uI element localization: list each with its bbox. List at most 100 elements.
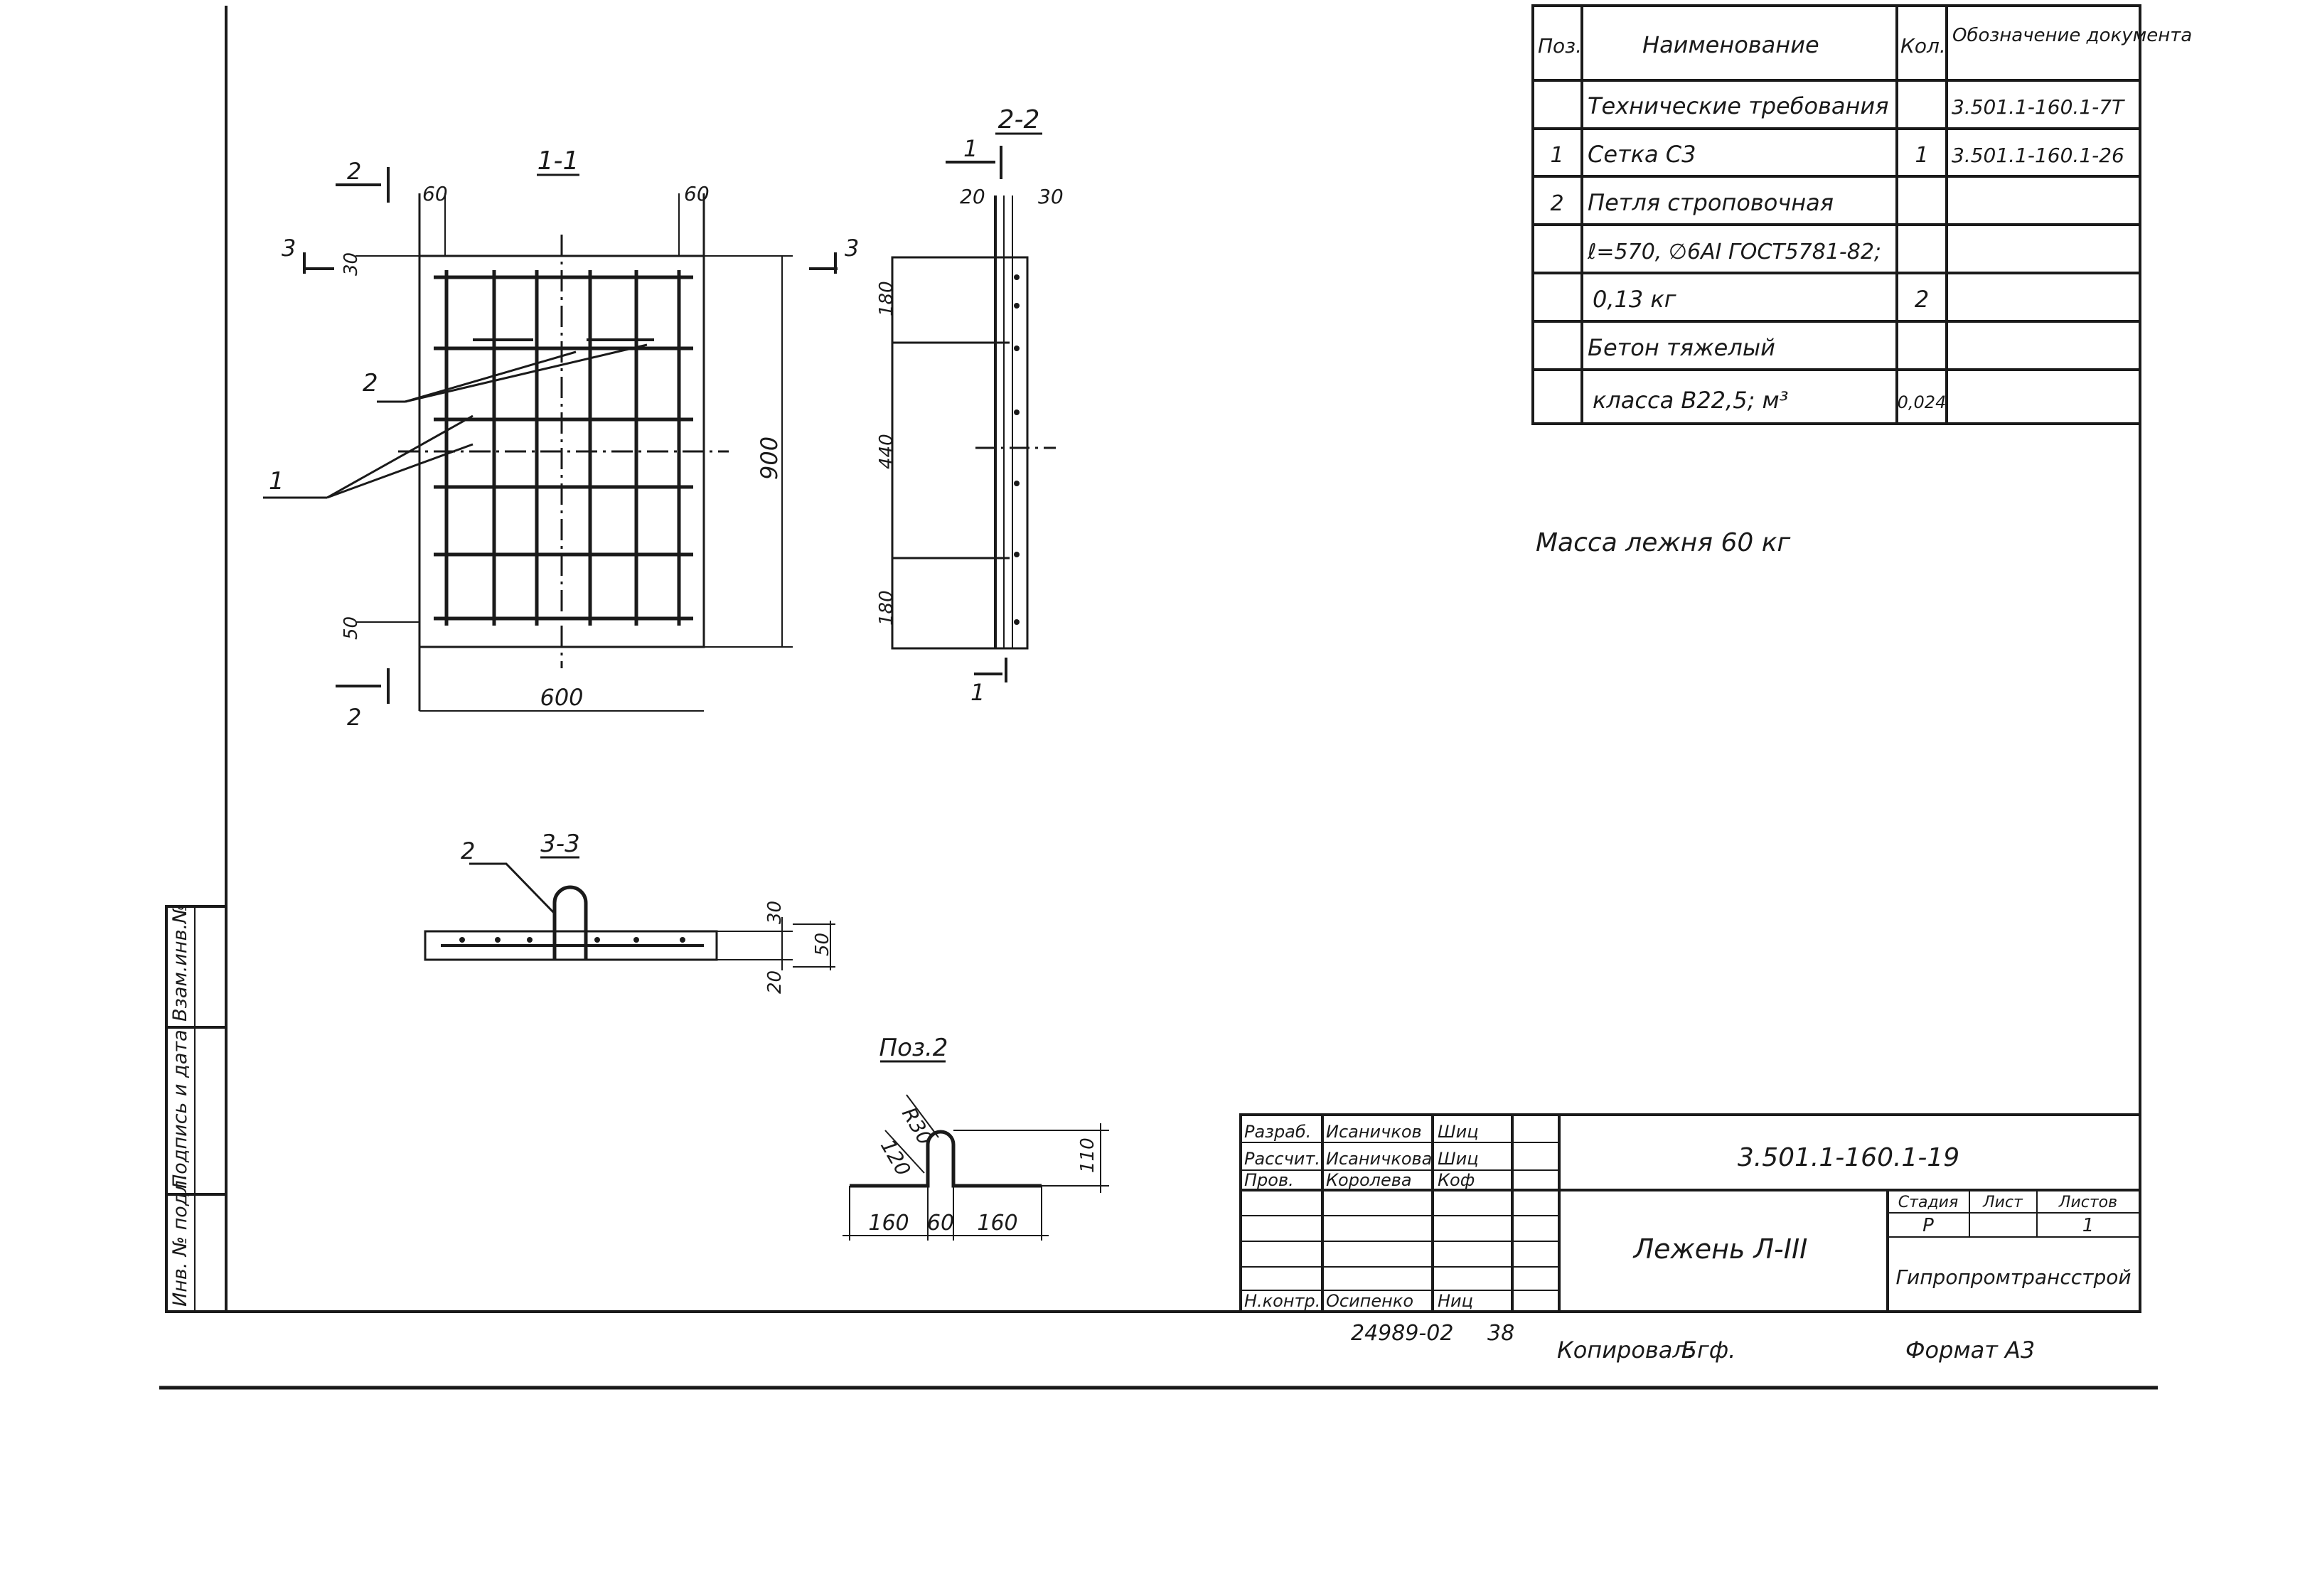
spec-row-name: 0,13 кг xyxy=(1593,286,1676,313)
tb-stage-header: Стадия xyxy=(1898,1194,1958,1211)
tb-role: Рассчит. xyxy=(1244,1149,1320,1169)
dim-left-top: 30 xyxy=(341,252,362,276)
spec-row-name: ℓ=570, ∅6АI ГОСТ5781-82; xyxy=(1587,240,1881,264)
callout-item-1: 1 xyxy=(269,467,284,496)
tb-name: Исаничкова xyxy=(1326,1149,1432,1169)
tb-role: Н.контр. xyxy=(1244,1291,1320,1311)
tb-name: Королева xyxy=(1326,1170,1412,1190)
spec-row-name: класса В22,5; м³ xyxy=(1593,387,1788,414)
leader-lines xyxy=(263,343,648,499)
dim-height: 900 xyxy=(756,437,783,480)
mesh-bars xyxy=(434,270,693,626)
cut-marks-2-2 xyxy=(946,146,1007,682)
side-stamp-replace: Взам.инв.№ xyxy=(169,904,191,1022)
section-3-3-outline xyxy=(424,917,835,970)
tb-sheets: 1 xyxy=(2082,1215,2095,1236)
tb-sheet-header: Лист xyxy=(1982,1194,2023,1211)
pos-2-dim-lines xyxy=(843,1094,1109,1241)
spec-row-qty: 2 xyxy=(1915,286,1929,313)
tb-sign: Шиц xyxy=(1438,1149,1479,1169)
drawing-frame xyxy=(165,6,2141,1313)
copied-label: Копировал: xyxy=(1557,1337,1695,1364)
spec-row-qty: 1 xyxy=(1915,143,1928,168)
cut-mark-1-top: 1 xyxy=(963,135,978,162)
tb-sign: Шиц xyxy=(1438,1122,1479,1142)
slab-outline xyxy=(355,193,793,712)
dim-2-2-top-b: 30 xyxy=(1038,185,1064,208)
tb-role: Разраб. xyxy=(1244,1122,1311,1142)
pos-2-title: Поз.2 xyxy=(879,1034,948,1062)
spec-header-doc: Обозначение документа xyxy=(1952,25,2192,46)
format-label: Формат А3 xyxy=(1905,1337,2035,1364)
spec-row-name: Бетон тяжелый xyxy=(1588,334,1775,361)
dim-2-2-seg-mid: 440 xyxy=(876,434,897,469)
spec-header-pos: Поз. xyxy=(1538,34,1582,58)
spec-rows: Технические требования 3.501.1-160.1-7Т … xyxy=(1550,92,2125,414)
cut-mark-2-top: 2 xyxy=(347,158,361,185)
title-block xyxy=(1239,1113,2141,1313)
spec-row-name: Петля строповочная xyxy=(1588,189,1834,216)
side-stamp-sign-date: Подпись и дата xyxy=(169,1029,191,1189)
spec-row-qty: 0,024 xyxy=(1898,392,1947,412)
section-2-2-bars xyxy=(1014,274,1020,625)
archive-number: 24989-02 xyxy=(1351,1321,1453,1346)
tb-stage: Р xyxy=(1922,1215,1934,1236)
tb-name: Исаничков xyxy=(1326,1122,1422,1142)
cut-mark-3-right: 3 xyxy=(845,235,859,262)
lifting-loop-3-3 xyxy=(552,885,588,960)
tb-org: Гипропромтрансстрой xyxy=(1895,1265,2131,1289)
section-2-2: 2-2 20 30 180 440 180 1 xyxy=(876,105,1064,706)
spec-table xyxy=(1531,4,2141,425)
side-stamp-inv: Инв. № подл. xyxy=(169,1174,191,1307)
dim-2-2-seg-top: 180 xyxy=(876,281,897,316)
tb-title: Лежень Л-III xyxy=(1632,1233,1808,1265)
dim-3-3-lower: 20 xyxy=(764,970,786,994)
section-3-3-title: 3-3 xyxy=(540,830,580,858)
cut-mark-1-bottom: 1 xyxy=(970,679,985,706)
dim-top-left: 60 xyxy=(422,182,448,205)
tb-role: Пров. xyxy=(1244,1170,1294,1190)
section-3-3-bars xyxy=(459,937,685,943)
dim-3-3-upper: 30 xyxy=(764,901,786,924)
tb-sign: Коф xyxy=(1438,1170,1475,1190)
dim-top-right: 60 xyxy=(684,182,710,205)
leader-3-3 xyxy=(469,862,556,915)
section-2-2-outline xyxy=(891,196,1029,650)
archive-sheet: 38 xyxy=(1487,1321,1514,1346)
tb-sheets-header: Листов xyxy=(2058,1194,2117,1211)
tb-sign: Ниц xyxy=(1438,1291,1473,1311)
dim-2-2-top-a: 20 xyxy=(960,185,985,208)
dim-pos-2-right: 160 xyxy=(977,1211,1017,1236)
section-2-2-title: 2-2 xyxy=(998,105,1040,134)
dim-2-2-seg-bot: 180 xyxy=(876,590,897,626)
dim-pos-2-mid: 60 xyxy=(927,1211,954,1236)
dim-pos-2-radius: R30 xyxy=(897,1103,937,1149)
dim-3-3-total: 50 xyxy=(812,933,833,956)
title-block-roles: Разраб. Исаничков Шиц Рассчит. Исаничков… xyxy=(1244,1122,1479,1311)
pos-2-detail: Поз.2 R30 120 110 160 60 160 xyxy=(843,1034,1109,1241)
dim-width: 600 xyxy=(540,684,583,711)
spec-header-qty: Кол. xyxy=(1900,34,1946,58)
callout-item-2: 2 xyxy=(363,369,378,397)
dim-left-bottom: 50 xyxy=(341,616,362,640)
section-1-1-title: 1-1 xyxy=(537,146,579,176)
cut-mark-2-bottom: 2 xyxy=(347,704,361,731)
spec-row-doc: 3.501.1-160.1-7Т xyxy=(1952,95,2125,119)
cut-mark-3-left: 3 xyxy=(282,235,296,262)
spec-header-name: Наименование xyxy=(1642,31,1819,58)
spec-row-name: Технические требования xyxy=(1588,92,1888,119)
cut-marks-1-1 xyxy=(303,167,838,704)
dim-pos-2-height: 110 xyxy=(1077,1137,1098,1173)
dim-pos-2-left: 160 xyxy=(868,1211,909,1236)
spec-row-doc: 3.501.1-160.1-26 xyxy=(1952,144,2124,167)
copied-signature: Бгф. xyxy=(1681,1337,1735,1364)
loop-bar-pos-2 xyxy=(850,1130,1042,1188)
spec-row-name: Сетка С3 xyxy=(1588,141,1696,168)
spec-row-pos: 2 xyxy=(1550,191,1563,216)
spec-row-pos: 1 xyxy=(1550,143,1563,168)
tb-name: Осипенко xyxy=(1326,1291,1413,1311)
section-1-1: 1-1 xyxy=(263,146,859,731)
tb-designation: 3.501.1-160.1-19 xyxy=(1738,1143,1959,1172)
